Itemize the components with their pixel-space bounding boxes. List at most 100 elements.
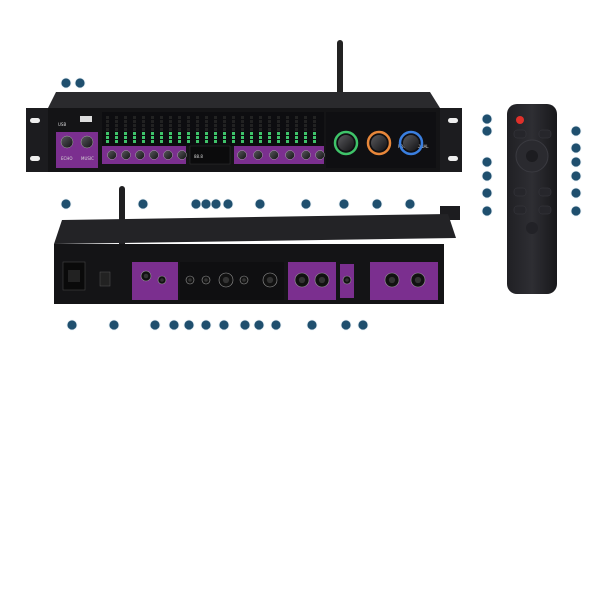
meter-segment bbox=[214, 128, 217, 131]
meter-segment bbox=[241, 116, 244, 119]
knob-master-orange bbox=[366, 130, 392, 156]
meter-segment bbox=[286, 120, 289, 123]
meter-segment bbox=[286, 132, 289, 135]
meter-segment bbox=[196, 116, 199, 119]
meter-segment bbox=[223, 132, 226, 135]
callout-marker bbox=[270, 319, 282, 331]
meter-segment bbox=[313, 136, 316, 139]
meter-segment bbox=[196, 136, 199, 139]
front-unit: USB ECHO MUSIC 88.8 PROFESSIONAL bbox=[26, 40, 462, 172]
meter-segment bbox=[295, 124, 298, 127]
meter-segment bbox=[169, 136, 172, 139]
callout-marker bbox=[481, 170, 493, 182]
meter-segment bbox=[250, 132, 253, 135]
callout-marker bbox=[218, 319, 230, 331]
meter-segment bbox=[304, 116, 307, 119]
rear-port-core bbox=[242, 278, 246, 282]
meter-segment bbox=[124, 124, 127, 127]
callout-marker bbox=[239, 319, 251, 331]
meter-segment bbox=[151, 116, 154, 119]
eq-knob bbox=[269, 150, 279, 160]
callout-marker bbox=[168, 319, 180, 331]
meter-segment bbox=[277, 116, 280, 119]
callout-marker bbox=[190, 198, 202, 210]
rear-port-core bbox=[298, 276, 306, 284]
meter-segment bbox=[142, 120, 145, 123]
eq-knob bbox=[135, 150, 145, 160]
label-echo: ECHO bbox=[61, 156, 72, 161]
eq-band-right bbox=[234, 146, 324, 164]
meter-segment bbox=[106, 124, 109, 127]
meter-segment bbox=[241, 140, 244, 143]
meter-segment bbox=[205, 120, 208, 123]
knob-music bbox=[80, 135, 94, 149]
meter-segment bbox=[304, 120, 307, 123]
meter-segment bbox=[214, 124, 217, 127]
callout-marker bbox=[481, 125, 493, 137]
meter-segment bbox=[133, 140, 136, 143]
remote-button[interactable] bbox=[513, 187, 527, 197]
callout-marker bbox=[481, 113, 493, 125]
remote-button[interactable] bbox=[538, 129, 552, 139]
callout-marker bbox=[200, 198, 212, 210]
callout-marker bbox=[570, 205, 582, 217]
meter-segment bbox=[241, 124, 244, 127]
meter-segment bbox=[304, 136, 307, 139]
meter-segment bbox=[304, 140, 307, 143]
meter-segment bbox=[259, 124, 262, 127]
meter-segment bbox=[106, 120, 109, 123]
rear-block-1 bbox=[132, 262, 178, 300]
meter-segment bbox=[268, 132, 271, 135]
callout-marker bbox=[60, 77, 72, 89]
meter-segment bbox=[313, 140, 316, 143]
remote-button[interactable] bbox=[538, 187, 552, 197]
meter-segment bbox=[142, 140, 145, 143]
callout-marker bbox=[222, 198, 234, 210]
meter-segment bbox=[268, 140, 271, 143]
meter-segment bbox=[205, 132, 208, 135]
callout-marker bbox=[357, 319, 369, 331]
power-button-icon[interactable] bbox=[516, 116, 524, 124]
meter-segment bbox=[124, 120, 127, 123]
rear-port-core bbox=[188, 278, 192, 282]
remote-button[interactable] bbox=[538, 205, 552, 215]
meter-segment bbox=[313, 116, 316, 119]
meter-segment bbox=[160, 120, 163, 123]
meter-segment bbox=[178, 136, 181, 139]
meter-segment bbox=[160, 128, 163, 131]
meter-segment bbox=[169, 120, 172, 123]
knob-master-blue bbox=[398, 130, 424, 156]
meter-segment bbox=[115, 132, 118, 135]
meter-segment bbox=[133, 132, 136, 135]
meter-segment bbox=[295, 140, 298, 143]
mic-icon[interactable] bbox=[526, 222, 538, 234]
eq-knob bbox=[121, 150, 131, 160]
meter-segment bbox=[232, 116, 235, 119]
meter-segment bbox=[124, 136, 127, 139]
meter-segment bbox=[313, 128, 316, 131]
remote-button[interactable] bbox=[513, 129, 527, 139]
meter-segment bbox=[286, 136, 289, 139]
remote-button[interactable] bbox=[513, 205, 527, 215]
meter-segment bbox=[124, 116, 127, 119]
callout-marker bbox=[404, 198, 416, 210]
dpad-center[interactable] bbox=[526, 150, 538, 162]
callout-marker bbox=[74, 77, 86, 89]
meter-segment bbox=[259, 140, 262, 143]
callout-marker bbox=[108, 319, 120, 331]
meter-segment bbox=[169, 140, 172, 143]
callout-marker bbox=[570, 187, 582, 199]
meter-segment bbox=[259, 116, 262, 119]
meter-segment bbox=[115, 116, 118, 119]
meter-segment bbox=[169, 116, 172, 119]
meter-segment bbox=[241, 132, 244, 135]
meter-segment bbox=[151, 132, 154, 135]
meter-segment bbox=[160, 132, 163, 135]
meter-segment bbox=[223, 120, 226, 123]
meter-segment bbox=[160, 116, 163, 119]
meter-segment bbox=[115, 128, 118, 131]
antenna-icon bbox=[337, 40, 343, 102]
callout-marker bbox=[300, 198, 312, 210]
meter-segment bbox=[259, 136, 262, 139]
meter-segment bbox=[241, 128, 244, 131]
